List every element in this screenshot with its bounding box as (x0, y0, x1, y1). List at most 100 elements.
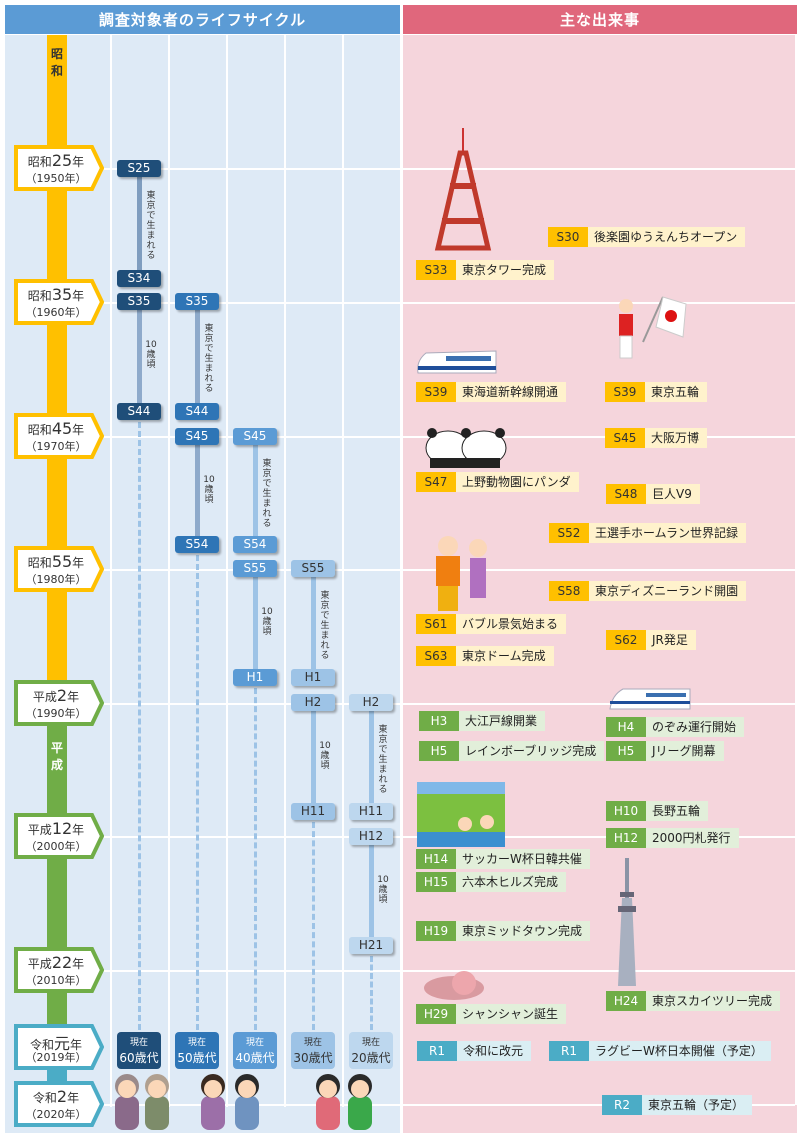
person-illustration (198, 1070, 225, 1130)
year-badge: S45 (175, 428, 219, 445)
panel-divider (795, 35, 797, 1105)
era-year: 2 (56, 686, 68, 705)
era-name: 昭和 (27, 556, 52, 570)
event-text: JR発足 (646, 630, 696, 650)
era-name: 令和 (29, 1038, 54, 1052)
person-illustration (112, 1070, 139, 1130)
age-label: 50歳代 (177, 1051, 217, 1065)
event-year-code: H14 (416, 849, 456, 869)
year-label: 令和元年（2019年） (14, 1024, 104, 1070)
event-year-code: S47 (416, 472, 456, 492)
event-text: 東京五輪 (645, 382, 708, 402)
age-note: 10歳頃 (145, 340, 157, 370)
year-badge: S55 (233, 560, 277, 577)
year-label: 平成22年（2010年） (14, 947, 104, 993)
event-year-code: S39 (605, 382, 645, 402)
era-year: 45 (51, 419, 73, 438)
year-label: 平成2年（1990年） (14, 680, 104, 726)
person-illustration (142, 1070, 169, 1130)
event-year-code: H15 (416, 872, 456, 892)
column-divider (284, 35, 286, 1107)
era-name: 昭和 (27, 155, 52, 169)
childhood-line (369, 837, 374, 946)
year-label-era: 昭和45年 (18, 419, 94, 438)
year-suffix: 年 (67, 690, 80, 704)
year-badge: S35 (175, 293, 219, 310)
year-label-era: 令和元年 (18, 1030, 94, 1054)
tokyo-tower-icon (428, 128, 498, 257)
age-label: 60歳代 (119, 1051, 159, 1065)
future-line (312, 822, 315, 1030)
year-badge: H2 (291, 694, 335, 711)
era-name: 平成 (27, 823, 52, 837)
childhood-line (311, 703, 316, 812)
western-year: （2010年） (25, 974, 87, 987)
event-year-code: H3 (419, 711, 459, 731)
born-line (137, 169, 142, 279)
event-year-code: R1 (417, 1041, 457, 1061)
now-label: 現在 (303, 1038, 322, 1048)
event-year-code: S62 (606, 630, 646, 650)
flag-bearer-icon (608, 292, 688, 366)
person-illustration (232, 1070, 259, 1130)
year-badge: H1 (291, 669, 335, 686)
year-label: 平成12年 （2000年） (14, 813, 104, 859)
year-badge: S54 (175, 536, 219, 553)
future-line (370, 956, 373, 1030)
year-badge: H21 (349, 937, 393, 954)
western-year: （2020年） (25, 1108, 87, 1121)
western-year: （2000年） (25, 840, 87, 853)
year-gridline (104, 836, 400, 838)
event-text: 王選手ホームラン世界記録 (589, 523, 747, 543)
year-badge: S54 (233, 536, 277, 553)
childhood-line (137, 302, 142, 412)
column-divider (342, 35, 344, 1107)
event-text: 大江戸線開業 (459, 711, 546, 731)
western-year: （2019年） (25, 1051, 87, 1064)
born-note: 東京で生まれる (262, 459, 272, 529)
year-gridline (403, 302, 795, 304)
year-label-era: 平成12年 (18, 819, 94, 838)
era-bar-0 (47, 35, 67, 680)
year-suffix: 年 (72, 556, 85, 570)
event-text: 大阪万博 (645, 428, 708, 448)
year-badge: H12 (349, 828, 393, 845)
events-header: 主な出来事 (403, 5, 797, 34)
event-text: 六本木ヒルズ完成 (456, 872, 567, 892)
event-text: バブル景気始まる (456, 614, 567, 634)
age-note: 10歳頃 (377, 875, 389, 905)
year-label: 昭和55年（1980年） (14, 546, 104, 592)
event-text: Jリーグ開幕 (646, 741, 724, 761)
age-note: 10歳頃 (319, 741, 331, 771)
soccer-fans-icon (417, 782, 505, 851)
year-label-era: 昭和35年 (18, 285, 94, 304)
era-name: 平成 (27, 957, 52, 971)
now-label: 現在 (187, 1038, 206, 1048)
event-year-code: S61 (416, 614, 456, 634)
year-suffix: 年 (72, 823, 85, 837)
event-text: 2000円札発行 (646, 828, 739, 848)
year-gridline (403, 703, 795, 705)
year-label-era: 昭和25年 (18, 151, 94, 170)
year-label-era: 令和2年 (18, 1087, 94, 1106)
era-label-heisei: 平成 (50, 741, 63, 772)
era-name: 昭和 (27, 423, 52, 437)
year-gridline (403, 436, 795, 438)
born-note: 東京で生まれる (378, 725, 388, 795)
